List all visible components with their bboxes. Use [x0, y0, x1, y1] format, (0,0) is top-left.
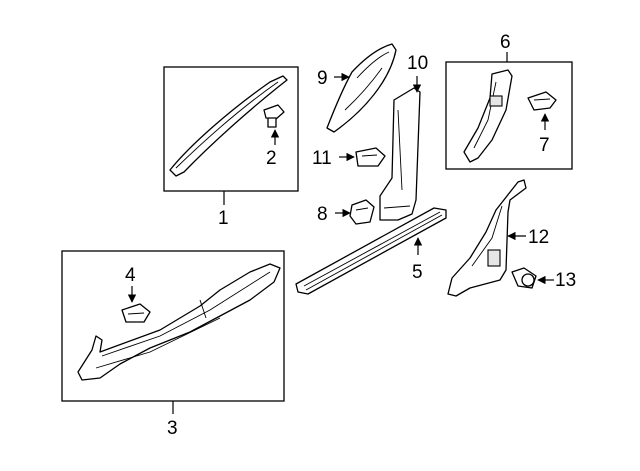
callout-8: 8 — [317, 204, 328, 225]
callout-13: 13 — [555, 270, 576, 291]
callout-6: 6 — [500, 32, 511, 53]
part-12-quarter-trim — [447, 179, 527, 297]
part-9-a-pillar-trim — [326, 43, 397, 133]
part-4-clip — [121, 303, 151, 323]
part-8-bracket — [349, 199, 375, 225]
callout-10: 10 — [407, 53, 428, 74]
callout-12: 12 — [528, 227, 549, 248]
part-5-scuff-plate — [295, 207, 447, 295]
part-11-clip — [355, 147, 386, 167]
part-2-clip — [263, 104, 285, 128]
part-13-clip — [511, 267, 537, 289]
callout-3: 3 — [167, 418, 178, 439]
callout-9: 9 — [317, 68, 328, 89]
part-6-b-pillar-upper-trim — [463, 69, 513, 163]
callout-11: 11 — [312, 148, 332, 169]
part-1-roof-rail-trim — [169, 75, 288, 177]
callout-5: 5 — [412, 262, 423, 283]
callout-2: 2 — [266, 148, 277, 169]
part-3-sill-trim — [77, 263, 281, 381]
part-10-b-pillar-trim — [379, 87, 421, 221]
callout-1: 1 — [218, 208, 229, 229]
part-7-clip — [527, 91, 557, 111]
group-box-1 — [163, 66, 299, 192]
callout-4: 4 — [125, 265, 136, 286]
callout-7: 7 — [539, 135, 550, 156]
group-box-6 — [445, 61, 573, 170]
